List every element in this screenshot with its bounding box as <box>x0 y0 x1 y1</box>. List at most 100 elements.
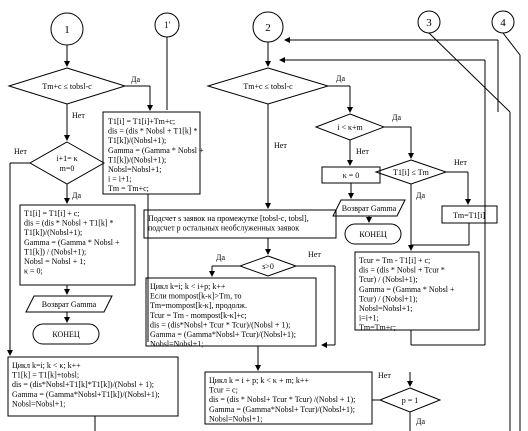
label-yes: Да <box>72 191 81 200</box>
connector-3: 3 <box>417 10 441 34</box>
text-line: i = i+1; <box>108 175 132 184</box>
label-yes: Да <box>416 417 425 426</box>
text-line: T1[k])/(Nobsl+1); <box>108 155 166 164</box>
process-col2-loop2: Цикл k = i + p; k < κ + m; k++Tcur = c;d… <box>204 371 373 425</box>
label-no: Нет <box>274 141 287 150</box>
label-yes: Да <box>336 74 345 83</box>
text-line: Nobsl=Nobsl+1; <box>150 340 203 349</box>
label-no: Нет <box>14 147 27 156</box>
text-line: T1[i] = T1[i] + c; <box>24 209 80 218</box>
text-line: Nobsl=Nobsl+1; <box>12 399 65 408</box>
text-line: Tm = Tm+c; <box>108 184 149 193</box>
decision-col3-cond2: T1[i] ≤ Tm <box>374 159 448 185</box>
decision-col3-cond1: i < κ+m <box>314 113 386 141</box>
process-col1-box-a: T1[i] = T1[i]+Tm+c;dis = (dis * Nobsl + … <box>102 111 204 195</box>
process-col2-loop1: Цикл k=i; k < i+p; k++Если mompost[k-κ]>… <box>145 277 317 349</box>
process-col3-assign2: Tm=T1[i] <box>441 205 498 224</box>
decision-col2-p: p = 1 <box>378 387 442 413</box>
text-line: Tm=Tm+c; <box>359 323 396 332</box>
decision-col1-cond2: i+1= κ m=0 <box>28 141 106 185</box>
text-line: Tcur = c; <box>209 386 238 395</box>
svg-text:2: 2 <box>265 22 271 34</box>
text-line: Цикл k=i; k < κ; k++ <box>12 361 81 370</box>
text-line: Цикл k = i + p; k < κ + m; k++ <box>209 376 309 385</box>
svg-text:КОНЕЦ: КОНЕЦ <box>359 230 387 239</box>
process-col1-loop: Цикл k=i; k < κ; k++T1[k] = T1[k]+tobsl;… <box>7 356 179 417</box>
text-line: i=i+1; <box>359 314 379 323</box>
text-line: Gamma = (Gamma * Nobsl + <box>359 285 455 294</box>
text-line: dis = (dis*Nobsl+ Tcur * Tcur)/(Nobsl + … <box>150 320 290 329</box>
text-line: dis = (dis * Nobsl+ Tcur * Tcur) /(Nobsl… <box>209 395 355 404</box>
terminal-col3-end: КОНЕЦ <box>344 223 402 245</box>
text-line: Если mompost[k-κ]>Tm, то <box>150 292 242 301</box>
text-line: T1[k])/(Nobsl+1); <box>108 136 166 145</box>
text-line: Gamma = (Gamma*Nobsl+ Tcur)/(Nobsl+1); <box>150 330 296 339</box>
process-col1-box-a-text: T1[i] = T1[i]+Tm+c;dis = (dis * Nobsl + … <box>108 117 204 193</box>
label-yes: Да <box>392 113 401 122</box>
process-col2-count: Подсчет s заявок на промежутке [tobsl-c,… <box>143 209 337 239</box>
io-col3-return: Возврат Gamma <box>332 199 406 217</box>
svg-text:3: 3 <box>426 17 432 29</box>
text-line: dis = (dis * Nobsl + T1[k] * <box>24 219 114 228</box>
label-no: Нет <box>308 250 321 259</box>
label-no: Нет <box>72 111 85 120</box>
process-col2-count-text: Подсчет s заявок на промежутке [tobsl-c,… <box>148 214 309 233</box>
text-line: T1[k]) / (Nobsl+1); <box>24 247 86 256</box>
process-col1-box-b: T1[i] = T1[i] + c;dis = (dis * Nobsl + T… <box>19 204 136 286</box>
svg-text:κ = 0: κ = 0 <box>343 171 360 180</box>
process-col3-box-text: Tcur = Tm - T1[i] + c;dis = (dis * Nobsl… <box>359 256 455 332</box>
text-line: T1[k] = T1[k]+tobsl; <box>12 371 79 380</box>
text-line: T1[i] = T1[i]+Tm+c; <box>108 117 175 126</box>
text-line: Gamma = (Gamma*Nobsl+ Tcur)/(Nobsl+1); <box>209 405 355 414</box>
process-col1-box-b-text: T1[i] = T1[i] + c;dis = (dis * Nobsl + T… <box>24 209 120 276</box>
text-line: Nobsl=Nobsl+1; <box>359 304 412 313</box>
text-line: Nobsl=Nobsl+1; <box>108 165 161 174</box>
text-line: dis = (dis*Nobsl+T1[k]*T1[k])/(Nobsl + 1… <box>12 380 154 389</box>
process-col2-loop2-text: Цикл k = i + p; k < κ + m; k++Tcur = c;d… <box>209 376 355 423</box>
text-line: dis = (dis * Nobsl + T1[k] * <box>108 127 198 136</box>
text-line: dis = (dis * Nobsl + Tcur * <box>359 266 445 275</box>
text-line: Nobsl=Nobsl+1; <box>209 414 262 423</box>
text-line: Tcur) / (Nobsl+1); <box>359 294 418 303</box>
decision-col1-cond1: Tm+c ≤ tobsl-c <box>7 67 127 105</box>
text-line: κ = 0; <box>24 267 43 276</box>
process-col3-assign: κ = 0 <box>321 166 381 184</box>
svg-text:1: 1 <box>64 24 70 36</box>
svg-text:s>0: s>0 <box>262 262 274 271</box>
svg-text:Tm+c ≤ tobsl-c: Tm+c ≤ tobsl-c <box>243 82 293 91</box>
label-no: Нет <box>454 158 467 167</box>
text-line: Подсчет s заявок на промежутке [tobsl-c,… <box>148 214 309 223</box>
terminal-col1-end: КОНЕЦ <box>32 323 100 345</box>
label-yes: Да <box>131 75 140 84</box>
svg-text:Tm+c ≤ tobsl-c: Tm+c ≤ tobsl-c <box>42 82 92 91</box>
text-line: подсчет p остальных необслуженных заявок <box>148 224 299 233</box>
connector-1: 1 <box>50 12 84 46</box>
svg-text:p = 1: p = 1 <box>402 396 419 405</box>
text-line: T1[k])/(Nobsl+1); <box>24 228 82 237</box>
text-line: Nobsl = Nobsl + 1; <box>24 257 85 266</box>
svg-text:Возврат Gamma: Возврат Gamma <box>342 204 397 213</box>
text-line: Gamma = (Gamma * Nobsl + <box>108 146 204 155</box>
text-line: Gamma = (Gamma*Nobsl+T1[k])/(Nobsl+1); <box>12 390 160 399</box>
io-col1-return: Возврат Gamma <box>25 295 113 313</box>
svg-text:i+1= κ: i+1= κ <box>56 154 77 163</box>
process-col3-box: Tcur = Tm - T1[i] + c;dis = (dis * Nobsl… <box>354 251 480 332</box>
svg-text:i < κ+m: i < κ+m <box>337 123 363 132</box>
label-yes: Да <box>416 191 425 200</box>
label-no: Нет <box>356 147 369 156</box>
svg-text:4: 4 <box>500 17 506 29</box>
text-line: Tcur = Tm - T1[i] + c; <box>359 256 430 265</box>
process-col2-loop1-text: Цикл k=i; k < i+p; k++Если mompost[k-κ]>… <box>150 282 296 349</box>
connector-4: 4 <box>491 10 515 34</box>
text-line: Tcur = Tm - mompost[k-κ]+c; <box>150 311 247 320</box>
svg-text:Tm=T1[i]: Tm=T1[i] <box>453 211 485 220</box>
text-line: Цикл k=i; k < i+p; k++ <box>150 282 226 291</box>
svg-text:T1[i] ≤ Tm: T1[i] ≤ Tm <box>393 168 430 177</box>
connector-1-prime: 1' <box>154 12 180 38</box>
svg-text:КОНЕЦ: КОНЕЦ <box>52 330 80 339</box>
label-no: Нет <box>378 371 391 380</box>
label-yes: Да <box>216 253 225 262</box>
decision-col2-s: s>0 <box>238 255 298 277</box>
text-line: Tcur) / (Nobsl+1); <box>359 275 418 284</box>
